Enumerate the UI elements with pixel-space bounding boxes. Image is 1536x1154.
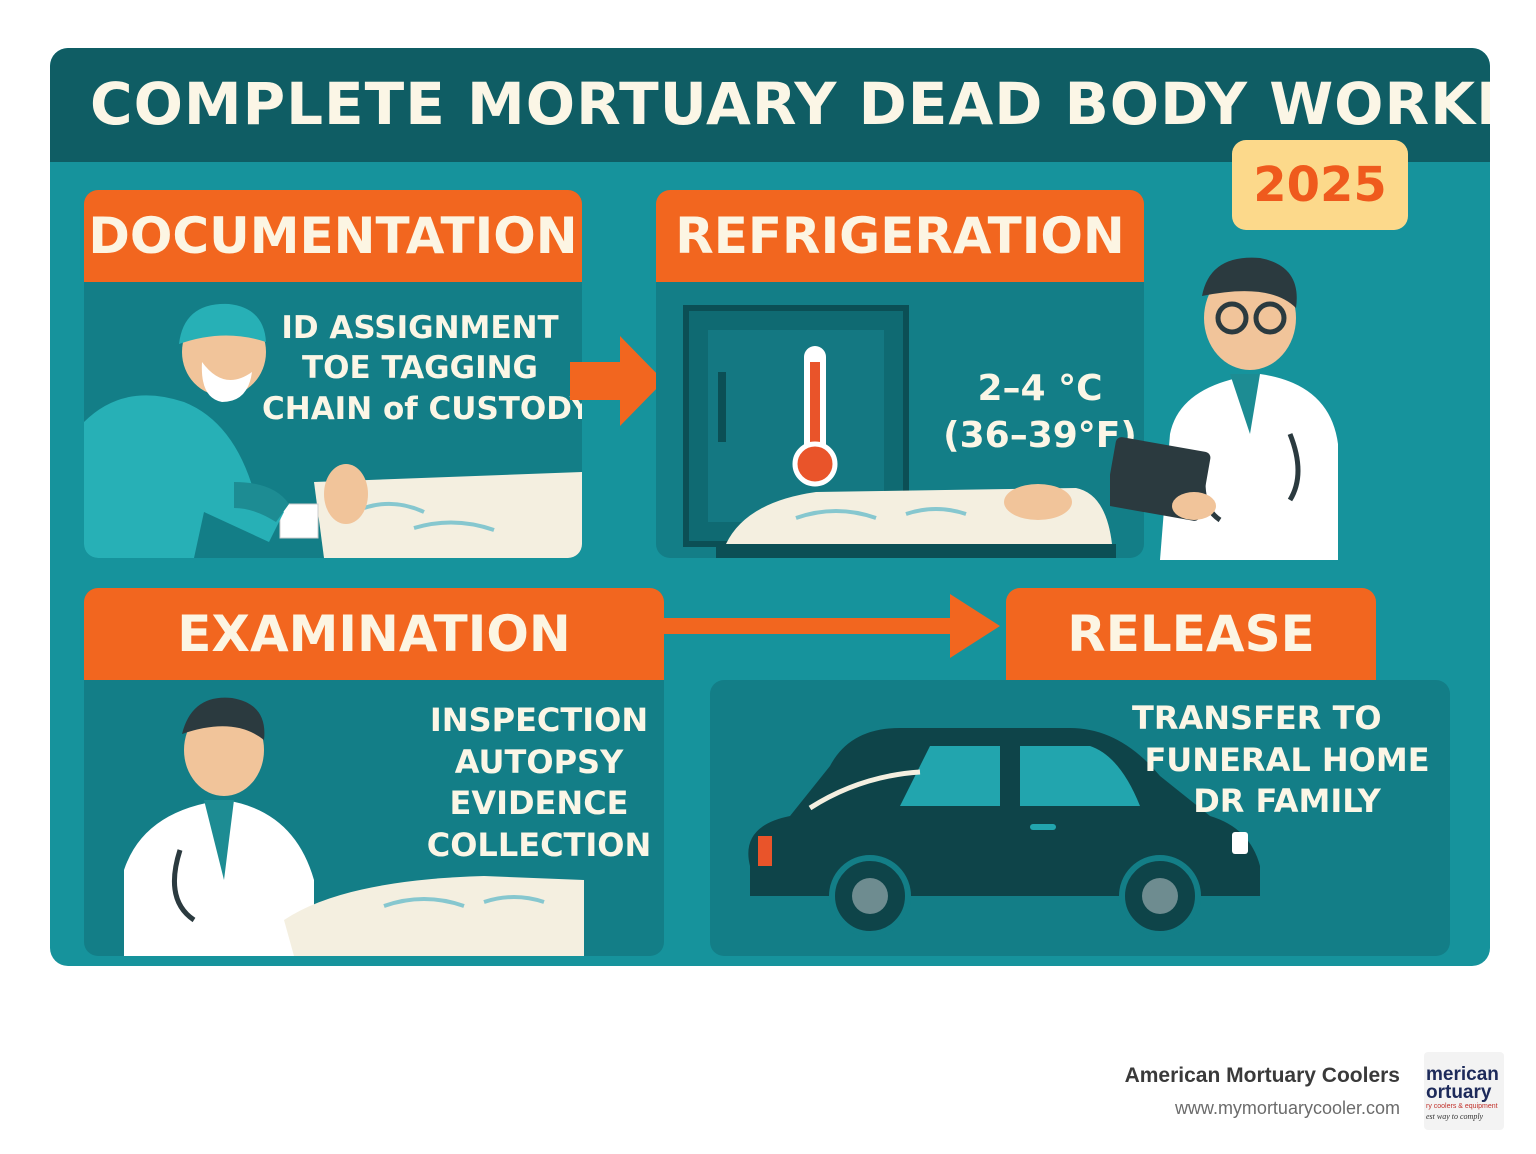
step-refrigeration: REFRIGERATION (656, 190, 1144, 558)
doctor-examining-body-illustration (124, 697, 584, 956)
step-examination: EXAMINATION INSPECTION AUTOPSY EVIDENCE … (84, 588, 664, 956)
step-heading-release: RELEASE (1006, 588, 1376, 680)
detail-line: COLLECTION (426, 825, 652, 864)
detail-line: FUNERAL HOME (1144, 740, 1430, 779)
step-heading: DOCUMENTATION (84, 190, 582, 282)
detail-line: INSPECTION (429, 701, 649, 739)
step-details-release: TRANSFER TO FUNERAL HOME DR FAMILY (1122, 698, 1452, 823)
detail-line: ID ASSIGNMENT (281, 310, 559, 346)
logo-line: merican (1426, 1064, 1499, 1085)
detail-line: TRANSFER TO (1132, 699, 1382, 737)
logo-tagline: ry coolers & equipment (1426, 1103, 1498, 1110)
step-details: INSPECTION AUTOPSY EVIDENCE COLLECTION (414, 700, 664, 866)
title-bar: COMPLETE MORTUARY DEAD BODY WORKFLOW (50, 48, 1490, 162)
detail-line: AUTOPSY (454, 742, 624, 781)
doctor-with-tablet-illustration (1110, 257, 1338, 560)
cooler-with-body-illustration (683, 305, 1116, 558)
year-badge: 2025 (1232, 140, 1408, 230)
logo-slogan: est way to comply (1426, 1112, 1484, 1121)
temperature-celsius: 2–4 °C (977, 368, 1103, 409)
technician-toe-tagging-illustration (84, 303, 582, 558)
arrow-right-icon (570, 336, 664, 426)
step-heading: REFRIGERATION (656, 190, 1144, 282)
detail-line: TOE TAGGING (301, 350, 538, 387)
company-logo: merican ortuary ry coolers & equipment e… (1424, 1052, 1504, 1130)
temperature-range: 2–4 °C (36–39°F) (920, 366, 1160, 460)
logo-line: ortuary (1426, 1082, 1492, 1103)
step-documentation: DOCUMENTATION ID ASSIGNMENT TOE TAGGING … (84, 190, 582, 558)
detail-line: DR FAMILY (1193, 782, 1381, 821)
detail-line: EVIDENCE (449, 784, 629, 823)
hearse-icon (748, 728, 1260, 937)
step-details: ID ASSIGNMENT TOE TAGGING CHAIN of CUSTO… (262, 308, 582, 429)
temperature-fahrenheit: (36–39°F) (943, 414, 1137, 456)
page-title: COMPLETE MORTUARY DEAD BODY WORKFLOW (90, 70, 1490, 138)
detail-line: CHAIN of CUSTODY (262, 390, 582, 427)
company-name: American Mortuary Coolers (1124, 1064, 1400, 1087)
workflow-board: COMPLETE MORTUARY DEAD BODY WORKFLOW DOC… (50, 48, 1490, 966)
step-heading: EXAMINATION (84, 588, 664, 680)
company-url[interactable]: www.mymortuarycooler.com (1174, 1098, 1400, 1118)
arrow-right-icon (660, 594, 1000, 658)
